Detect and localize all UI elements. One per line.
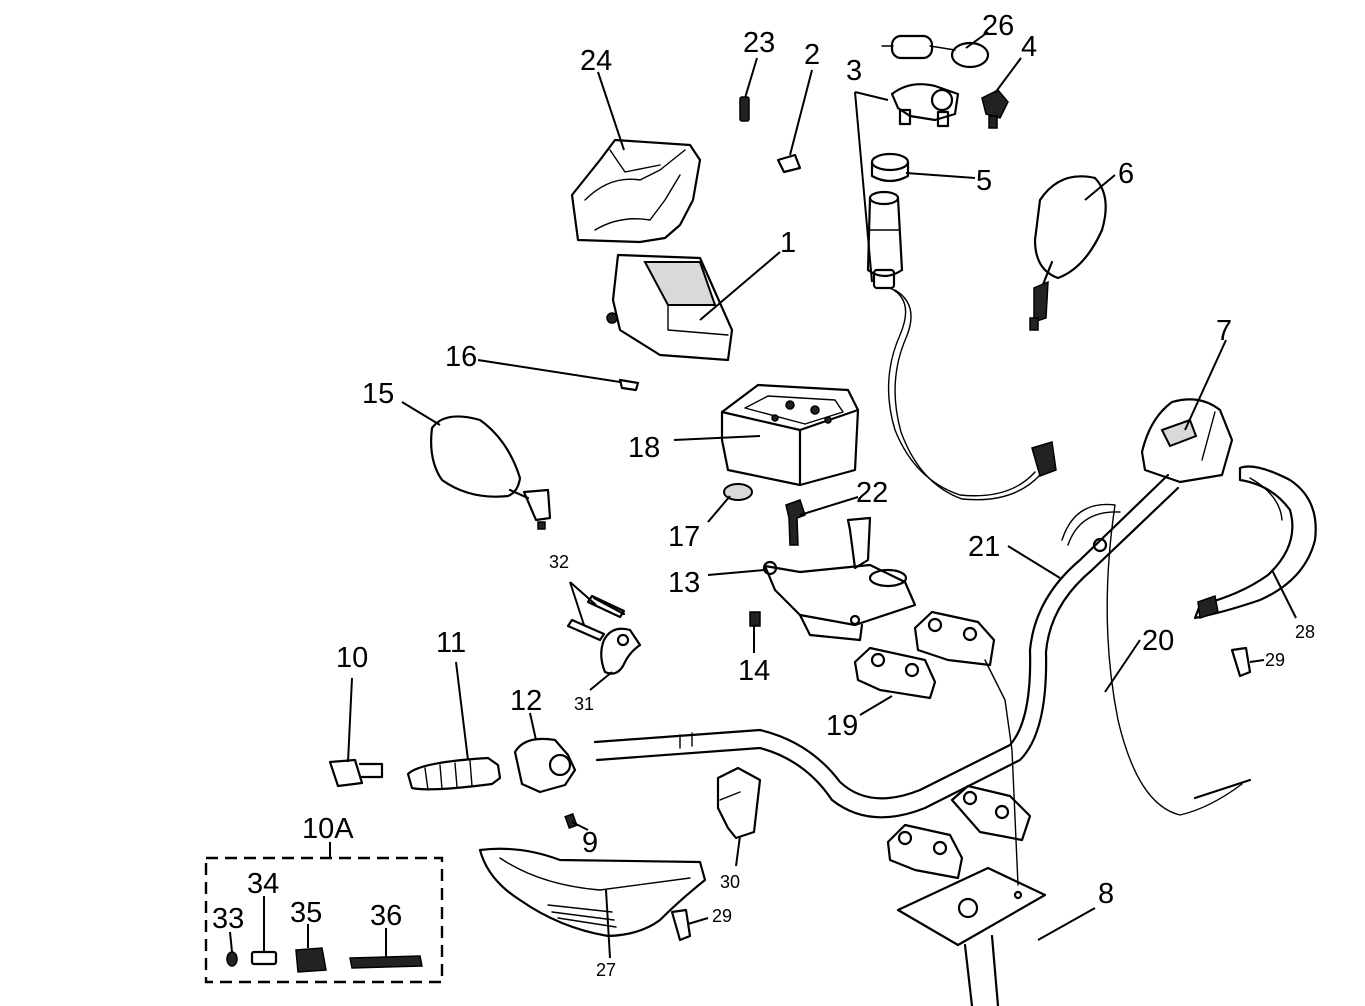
part-10-bar-end xyxy=(328,758,384,788)
callout-23: 23 xyxy=(743,27,775,59)
callout-7: 7 xyxy=(1216,315,1232,347)
callout-35: 35 xyxy=(290,897,322,929)
callout-6: 6 xyxy=(1118,158,1134,190)
callout-8: 8 xyxy=(1098,878,1114,910)
callout-24: 24 xyxy=(580,45,612,77)
part-35 xyxy=(295,947,327,973)
part-ignition-cylinder xyxy=(866,190,904,290)
part-23-bolt xyxy=(739,96,750,122)
part-19-clamp-upper xyxy=(913,610,996,667)
callout-10: 10 xyxy=(336,642,368,674)
part-28-right-handguard xyxy=(1193,465,1317,620)
callout-labels: 24 23 2 3 26 4 5 6 1 16 15 7 18 22 17 21… xyxy=(212,10,1315,980)
part-2-clip xyxy=(776,153,802,174)
part-24-upper-cover xyxy=(570,138,702,244)
part-14-bolt xyxy=(749,611,761,627)
callout-4: 4 xyxy=(1021,31,1037,63)
part-27-left-handguard xyxy=(478,847,707,938)
part-8-steering-stem xyxy=(886,659,1047,1006)
part-7-switch-housing xyxy=(1140,398,1234,484)
part-26-cap xyxy=(881,34,990,69)
callout-12: 12 xyxy=(510,685,542,717)
part-29-clip-left xyxy=(670,908,692,942)
part-17-bushing xyxy=(723,483,753,501)
callout-19: 19 xyxy=(826,710,858,742)
part-15-left-mirror xyxy=(430,415,552,530)
part-6-right-mirror xyxy=(1029,175,1107,331)
part-9-screw xyxy=(564,813,578,829)
callout-13: 13 xyxy=(668,567,700,599)
callout-29-right: 29 xyxy=(1265,650,1285,670)
part-16-screw xyxy=(618,378,640,392)
part-31-clamp xyxy=(600,627,642,675)
callout-26: 26 xyxy=(982,10,1014,42)
ignition-wire-harness xyxy=(887,287,1057,501)
leader-lines xyxy=(229,31,1297,959)
callout-27: 27 xyxy=(596,960,616,980)
callout-17: 17 xyxy=(668,521,700,553)
part-5-ignition-ring xyxy=(870,152,910,183)
part-36 xyxy=(349,955,423,969)
part-12-throttle-housing xyxy=(513,737,577,794)
callout-22: 22 xyxy=(856,477,888,509)
part-4-key-switch xyxy=(981,89,1009,129)
part-29-clip-right xyxy=(1230,646,1252,678)
callout-9: 9 xyxy=(582,827,598,859)
callout-16: 16 xyxy=(445,341,477,373)
part-30-perch xyxy=(716,766,762,840)
part-21-handlebar xyxy=(593,473,1180,819)
callout-18: 18 xyxy=(628,432,660,464)
part-11-grip xyxy=(406,756,502,791)
callout-32: 32 xyxy=(549,552,569,572)
callout-31: 31 xyxy=(574,694,594,714)
part-22-bolt xyxy=(785,499,806,546)
part-34 xyxy=(250,950,278,966)
callout-3: 3 xyxy=(846,55,862,87)
callout-10a: 10A xyxy=(302,813,354,845)
part-20-cable xyxy=(1061,503,1252,816)
part-32-bolts xyxy=(566,594,626,642)
callout-21: 21 xyxy=(968,531,1000,563)
callout-11: 11 xyxy=(436,627,466,659)
part-10a-kit-box xyxy=(204,842,444,984)
callout-15: 15 xyxy=(362,378,394,410)
callout-34: 34 xyxy=(247,868,279,900)
callout-29-left: 29 xyxy=(712,906,732,926)
callout-1: 1 xyxy=(780,227,796,259)
callout-28: 28 xyxy=(1295,622,1315,642)
callout-5: 5 xyxy=(976,165,992,197)
callout-33: 33 xyxy=(212,903,244,935)
part-33 xyxy=(226,951,238,967)
part-13-bracket xyxy=(762,516,917,642)
callout-36: 36 xyxy=(370,900,402,932)
callout-14: 14 xyxy=(738,655,770,687)
part-19-clamp-lower xyxy=(853,646,937,700)
callout-20: 20 xyxy=(1142,625,1174,657)
callout-30: 30 xyxy=(720,872,740,892)
part-3-switch-body xyxy=(890,83,960,128)
part-18-instrument-cluster xyxy=(720,383,860,487)
callout-2: 2 xyxy=(804,39,820,71)
part-1-front-panel xyxy=(606,253,734,362)
